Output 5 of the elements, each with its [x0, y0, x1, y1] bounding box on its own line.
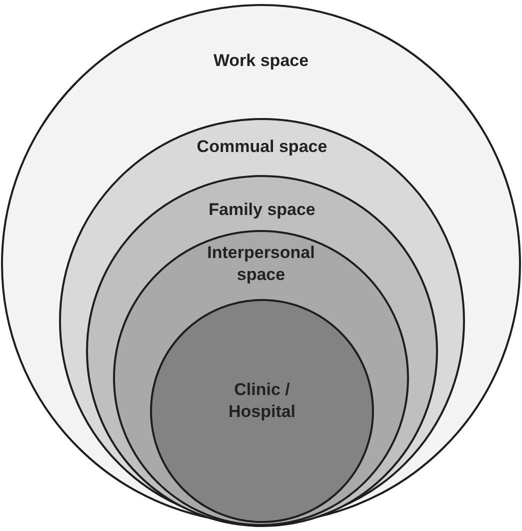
circle-label: Family space [208, 199, 316, 221]
circle-label: Commual space [196, 136, 328, 158]
circle-label: Work space [212, 50, 310, 72]
circle-label: Clinic / Hospital [227, 379, 297, 423]
circle-label: Interpersonal space [206, 242, 316, 286]
